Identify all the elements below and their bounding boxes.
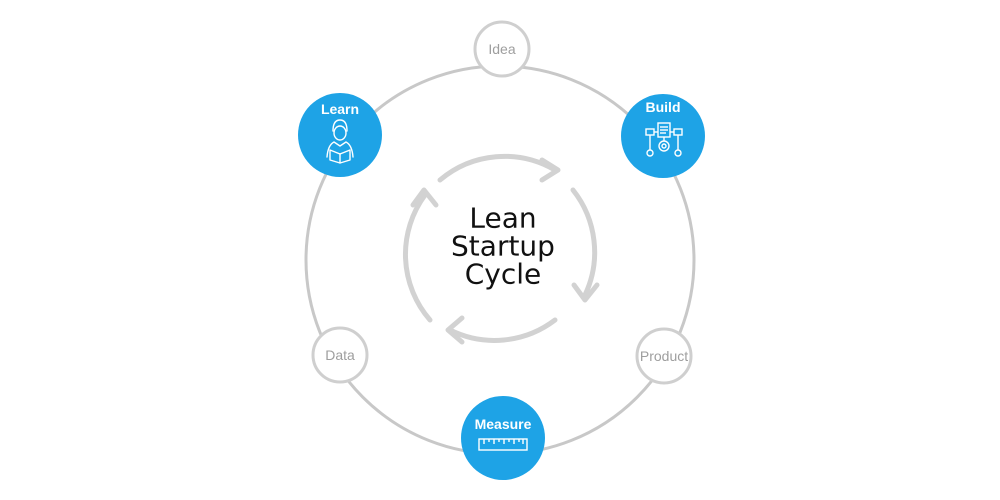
node-measure: Measure: [461, 396, 545, 480]
node-data-circle: [311, 326, 369, 384]
cycle-arrows: [402, 153, 598, 343]
cycle-arrow-bottom: [447, 317, 558, 343]
node-idea: Idea: [473, 20, 531, 78]
center-title-line-3: Cycle: [465, 258, 542, 291]
node-build-circle: [621, 94, 705, 178]
node-idea-label: Idea: [488, 41, 515, 57]
cycle-arrow-top: [437, 153, 558, 183]
node-learn-circle: [298, 93, 382, 177]
arrowhead-top: [539, 157, 561, 183]
node-learn: Learn: [298, 93, 382, 177]
node-product: Product: [635, 327, 693, 385]
cycle-arrow-left: [402, 192, 433, 323]
center-title-line-1: Lean: [469, 202, 536, 235]
node-measure-label: Measure: [475, 416, 532, 432]
cycle-arrowheads: [410, 157, 600, 345]
arrowhead-bottom: [445, 315, 465, 345]
center-title-line-2: Startup: [451, 230, 555, 263]
cycle-arrow-right: [570, 187, 598, 298]
node-data: Data: [311, 326, 369, 384]
person-reading-icon: [326, 119, 354, 164]
node-data-label: Data: [325, 347, 355, 363]
node-learn-label: Learn: [321, 101, 359, 117]
arrowhead-right: [571, 282, 600, 303]
arrowhead-left: [410, 187, 439, 208]
ruler-icon: [478, 438, 528, 451]
node-measure-circle: [461, 396, 545, 480]
node-product-label: Product: [640, 348, 688, 364]
node-idea-circle: [473, 20, 531, 78]
flowchart-gear-icon: [645, 122, 683, 157]
node-build: Build: [621, 94, 705, 178]
node-build-label: Build: [646, 99, 681, 115]
node-product-circle: [635, 327, 693, 385]
